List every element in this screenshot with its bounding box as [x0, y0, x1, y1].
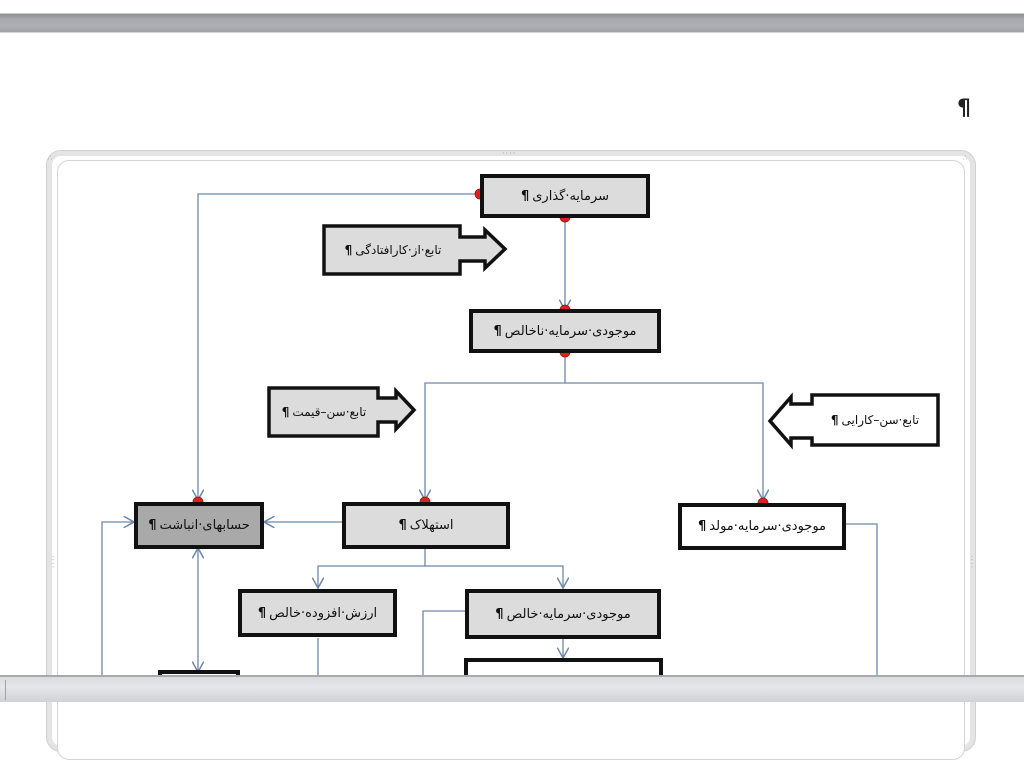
connector-left-loop	[101, 522, 134, 680]
node-function-age-price[interactable]: تابع·سن–قیمت¶	[272, 391, 376, 433]
node-gross-capital-stock[interactable]: موجودی·سرمایه·ناخالص¶	[469, 309, 661, 353]
node-label: سرمایه·گذاری	[532, 188, 610, 204]
paragraph-mark: ¶	[698, 519, 707, 534]
node-net-capital-stock[interactable]: موجودی·سرمایه·خالص¶	[465, 589, 661, 639]
node-label: تابع·سن–کارایی	[841, 413, 920, 427]
node-label: موجودی·سرمایه·ناخالص	[504, 323, 637, 339]
resize-handle-right[interactable]: ····	[967, 555, 976, 570]
partial-box-bottom-left	[158, 670, 240, 676]
paragraph-mark: ¶	[830, 413, 839, 427]
node-label: استهلاک	[409, 518, 454, 533]
connector-productive-loop	[846, 523, 878, 680]
node-label: تابع·از·کارافتادگی	[355, 243, 442, 257]
paragraph-mark: ¶	[281, 405, 290, 419]
connector-depreciation-to-children	[318, 549, 426, 588]
block-arrow-obsolescence	[322, 224, 508, 276]
paragraph-mark: ¶	[148, 518, 157, 533]
paragraph-mark: ¶	[257, 605, 267, 621]
connector-investment-to-accounts	[198, 193, 480, 500]
paragraph-mark: ¶	[398, 518, 407, 533]
paragraph-mark: ¶	[520, 188, 530, 204]
paragraph-mark: ¶	[344, 243, 353, 257]
status-bar	[0, 675, 1024, 702]
node-depreciation[interactable]: استهلاک¶	[342, 502, 510, 549]
resize-handle-left[interactable]: ····	[48, 555, 57, 570]
status-bar-divider	[5, 680, 6, 700]
node-function-age-efficiency[interactable]: تابع·سن–کارایی¶	[814, 398, 936, 442]
resize-handle-top-left[interactable]: ∴	[48, 154, 54, 162]
diagram-connectors	[101, 188, 940, 680]
partial-box-bottom-center	[464, 658, 663, 676]
block-arrow-age-price	[267, 386, 417, 438]
node-accumulation-accounts[interactable]: حسابهای·انباشت¶	[134, 502, 264, 549]
ribbon-bar	[0, 13, 1024, 33]
resize-handle-top[interactable]: ····	[502, 149, 517, 158]
node-function-obsolescence[interactable]: تابع·از·کارافتادگی¶	[328, 230, 458, 270]
connector-gross-to-productive	[565, 382, 763, 500]
connector-gross-to-depreciation	[425, 352, 566, 500]
node-label: موجودی·سرمایه·مولد	[709, 519, 826, 534]
node-label: حسابهای·انباشت	[159, 518, 250, 533]
block-arrow-age-efficiency	[767, 392, 940, 450]
node-label: موجودی·سرمایه·خالص	[506, 606, 631, 622]
connector-net-stock-loop	[422, 610, 465, 680]
paragraph-mark: ¶	[493, 323, 502, 339]
node-label: ارزش·افزوده·خالص	[269, 605, 378, 621]
resize-handle-top-right[interactable]: ∴	[963, 154, 969, 162]
node-productive-capital-stock[interactable]: موجودی·سرمایه·مولد¶	[678, 503, 846, 550]
node-net-value-added[interactable]: ارزش·افزوده·خالص¶	[238, 589, 397, 637]
paragraph-mark: ¶	[495, 606, 504, 622]
node-label: تابع·سن–قیمت	[292, 405, 367, 419]
paragraph-mark: ¶	[957, 96, 971, 121]
node-investment[interactable]: سرمایه·گذاری¶	[480, 174, 650, 218]
